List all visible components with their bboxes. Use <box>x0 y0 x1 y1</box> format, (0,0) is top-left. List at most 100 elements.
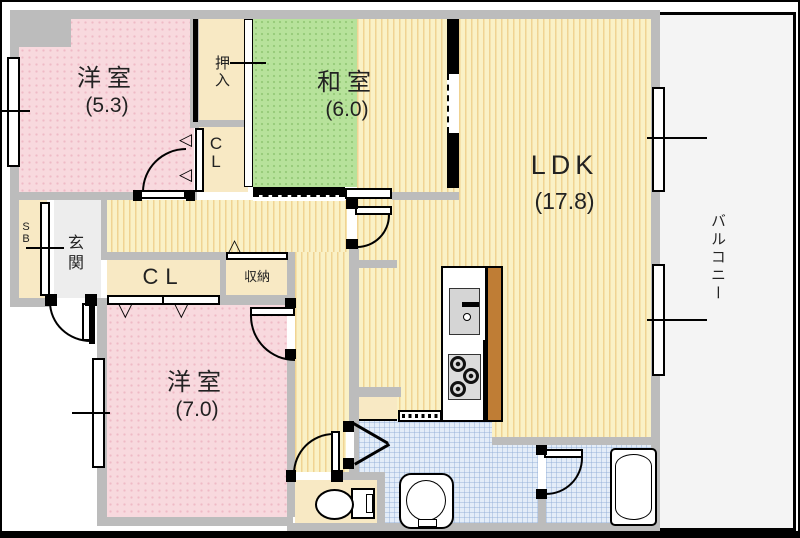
label-entrance: 玄関 <box>65 234 82 274</box>
door-leaf-hall-ldk <box>355 206 392 215</box>
wall-laundry-top <box>349 387 401 397</box>
shoebox-divider <box>40 202 50 296</box>
wall-entrance-step <box>101 200 107 252</box>
kitchen-counter-back <box>486 266 503 422</box>
wall-bottom-right <box>287 523 660 531</box>
room-bedroom1-floor <box>19 19 194 194</box>
label-oshiire: 押入 <box>213 55 230 89</box>
wall-kitchen-stub <box>349 260 397 268</box>
door-hinge <box>343 421 354 432</box>
wall-ldk-south <box>492 437 660 445</box>
door-opening <box>346 432 354 458</box>
wall-top <box>10 10 660 19</box>
door-hinge <box>285 349 296 359</box>
fold-triangle-left-icon: ◁ <box>179 165 193 184</box>
closet-lower-floor <box>107 260 220 297</box>
wall-corridor-left <box>287 252 295 517</box>
fold-triangle-up-icon: △ <box>228 236 242 255</box>
storage-floor <box>226 260 288 297</box>
washroom-floor-2 <box>492 445 539 523</box>
counter-edge-line <box>483 340 486 422</box>
wall-entrance-left <box>10 298 49 307</box>
label-closet-upper: CL <box>209 134 223 171</box>
room-size-japanese: (6.0) <box>325 98 369 121</box>
room-size-ldk: (17.8) <box>534 188 595 214</box>
fold-triangle-down-icon: ▽ <box>118 300 133 321</box>
wall-bottom-left <box>97 517 293 526</box>
toilet-tank-detail <box>366 494 373 513</box>
wall-closet-storage <box>220 260 226 297</box>
faucet-icon <box>463 313 471 321</box>
door-hinge <box>346 239 358 249</box>
door-leaf-toilet <box>331 431 340 475</box>
door-hinge <box>343 458 354 469</box>
room-label-balcony: バルコニー <box>709 213 726 303</box>
door-leaf-bedroom2 <box>250 307 295 316</box>
frame-bottom-band <box>2 531 798 536</box>
wall-notch-topleft <box>19 19 71 47</box>
toilet-tank <box>351 488 375 519</box>
sliding-door-japanese-bottom-b <box>253 195 345 201</box>
sliding-panel-japanese-bottom <box>345 188 392 199</box>
wall-corridor-right <box>349 247 359 472</box>
washbasin-handle <box>418 519 437 527</box>
label-storage: 収納 <box>243 269 270 284</box>
entrance-floor <box>54 200 101 298</box>
room-size-bedroom1: (5.3) <box>85 94 129 117</box>
door-hinge <box>85 294 97 306</box>
wall-toilet-right <box>377 472 385 531</box>
door-hinge <box>331 470 343 482</box>
door-opening <box>347 209 357 239</box>
room-ldk-floor <box>357 19 651 437</box>
window-bedroom1-left <box>7 57 20 167</box>
washbasin-bowl <box>406 480 446 521</box>
toilet-icon <box>315 489 354 520</box>
sliding-door-japanese-right-c <box>447 133 459 188</box>
wall-below-bedroom1 <box>19 192 197 200</box>
window-tick <box>230 62 266 64</box>
faucet-icon <box>462 302 479 307</box>
door-leaf-entrance <box>89 300 95 344</box>
label-shoebox: SB <box>22 221 30 245</box>
door-hinge <box>536 445 547 455</box>
hallway-floor <box>105 200 357 252</box>
laundry-counter <box>357 395 397 421</box>
label-closet-lower: CL <box>142 264 185 289</box>
sliding-door-japanese-bottom-a <box>253 187 345 195</box>
door-leaf-bath <box>544 449 583 458</box>
wall-storage-south <box>220 295 292 305</box>
sliding-door-japanese-right-b <box>447 74 459 133</box>
door-hinge <box>133 190 142 201</box>
window-tick <box>2 110 30 112</box>
window-ldk-right-upper <box>652 87 665 192</box>
window-tick <box>647 137 707 139</box>
folding-door-closet-upper <box>195 128 204 192</box>
wall-hall-south <box>101 252 292 260</box>
stove-burner-icon <box>463 368 479 384</box>
stove-burner-icon <box>450 381 466 397</box>
wall-bath-divider-b <box>538 491 546 523</box>
room-label-bedroom2: 洋室 <box>167 369 227 396</box>
fold-divider <box>162 295 164 305</box>
window-tick <box>26 247 64 249</box>
sliding-door-japanese-right-a <box>447 19 459 74</box>
room-label-bedroom1: 洋室 <box>77 65 137 92</box>
room-label-ldk: LDK <box>530 150 599 180</box>
fold-triangle-down-icon: ▽ <box>174 300 189 321</box>
door-hinge <box>346 199 358 209</box>
wall-below-japanese <box>392 192 459 200</box>
kitchen-front-dashes <box>402 414 438 418</box>
closet-upper-floor <box>199 127 248 192</box>
balcony-floor <box>657 12 796 531</box>
door-opening <box>538 454 546 489</box>
kitchen-sink-icon <box>449 288 480 335</box>
room-label-japanese: 和室 <box>317 69 377 96</box>
door-hinge <box>285 298 296 308</box>
oshiire-front-bar <box>193 19 198 122</box>
door-hinge <box>286 470 296 482</box>
door-hinge <box>536 489 547 499</box>
door-opening <box>295 472 331 480</box>
door-hinge <box>45 294 57 306</box>
window-tick <box>647 319 707 321</box>
